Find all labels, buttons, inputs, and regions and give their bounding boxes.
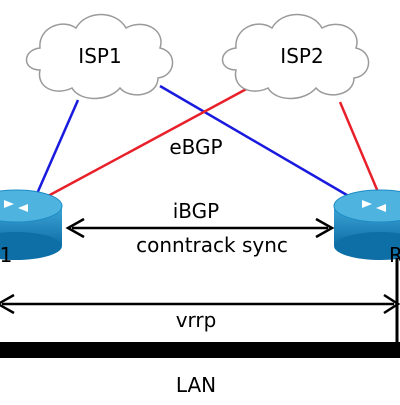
isp1-cloud: ISP1 xyxy=(25,13,174,100)
isp2-label: ISP2 xyxy=(280,44,323,68)
right-router-arrows-icon xyxy=(362,200,386,212)
isp2-cloud: ISP2 xyxy=(221,13,370,100)
left-router-arrows-icon xyxy=(4,200,28,212)
vrrp-label: vrrp xyxy=(176,308,217,332)
right-router: R xyxy=(333,189,400,267)
isp2-to-right-router-link xyxy=(338,101,380,193)
ibgp-link xyxy=(65,217,335,239)
isp1-label: ISP1 xyxy=(78,44,121,68)
isp1-to-left-router-link xyxy=(34,99,80,197)
left-router-label: 1 xyxy=(0,243,12,267)
ebgp-label: eBGP xyxy=(169,135,222,159)
ibgp-label: iBGP xyxy=(173,199,219,223)
conntrack-sync-label: conntrack sync xyxy=(136,233,288,257)
isp1-to-right-router-link xyxy=(159,84,353,200)
isp2-to-left-router-link xyxy=(47,84,253,198)
lan-bar xyxy=(0,342,400,358)
right-router-label: R xyxy=(389,243,400,267)
left-router: 1 xyxy=(0,189,63,267)
lan-label: LAN xyxy=(176,373,216,397)
